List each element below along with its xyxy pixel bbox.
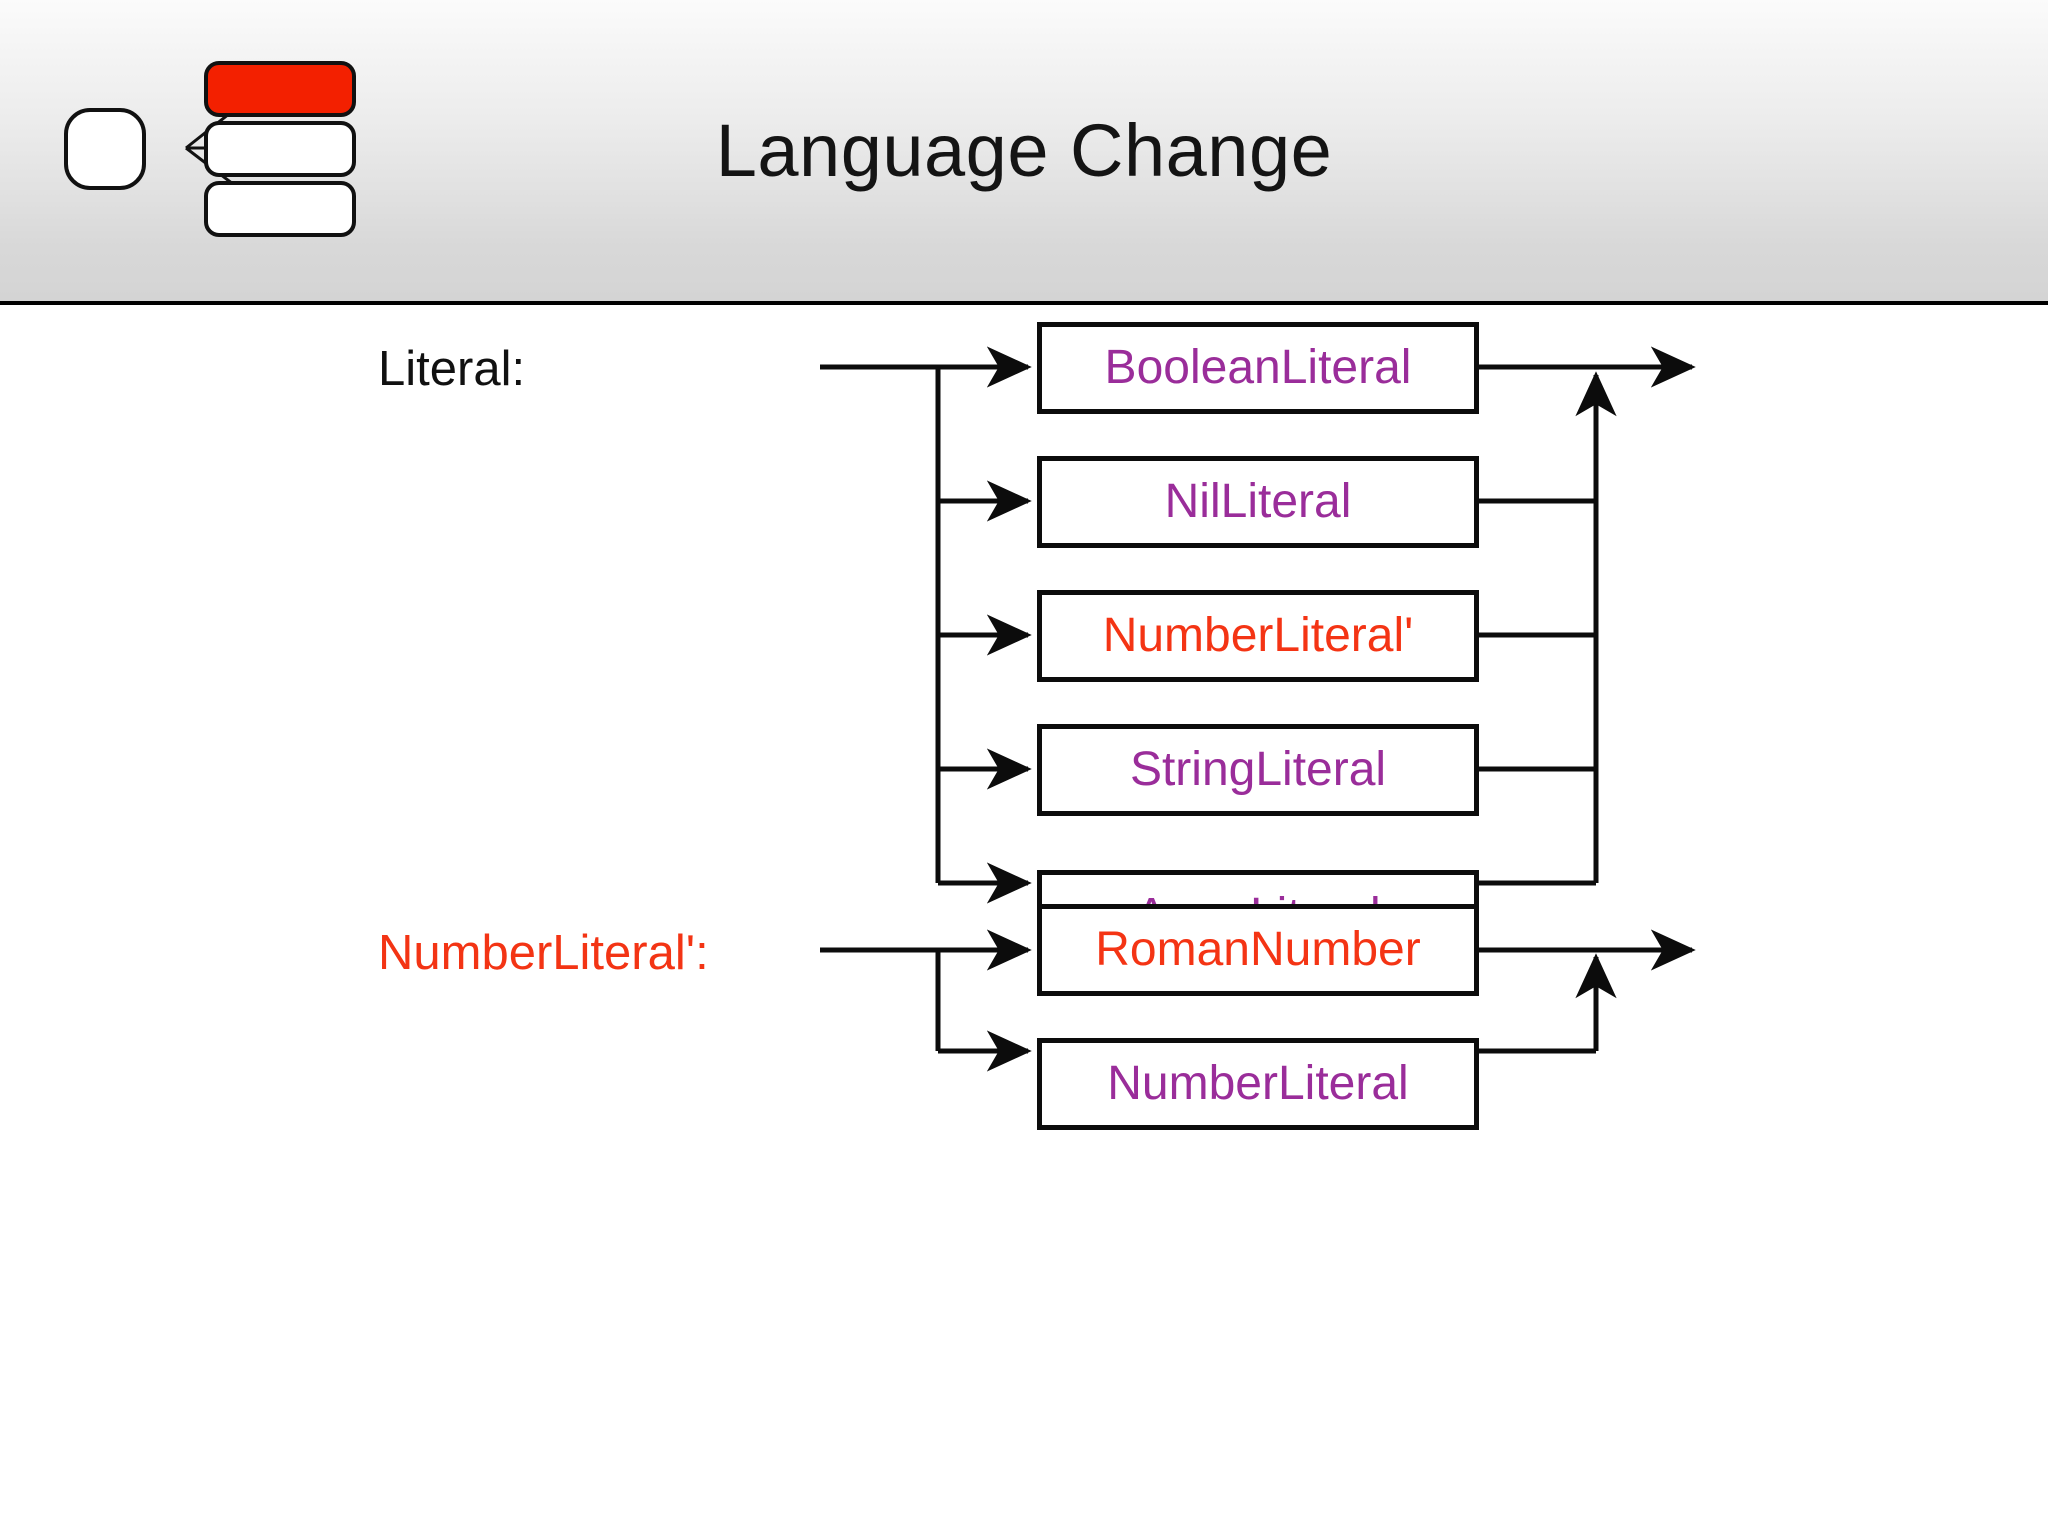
page-title: Language Change [715,109,1333,192]
node-number-literal-prime[interactable]: NumberLiteral' [1037,590,1479,682]
mindmap-icon [58,55,358,240]
node-label: NilLiteral [1164,475,1352,528]
node-label: BooleanLiteral [1104,341,1412,394]
node-nil-literal[interactable]: NilLiteral [1037,456,1479,548]
node-label: NumberLiteral [1107,1057,1409,1110]
node-label: NumberLiteral' [1102,609,1414,662]
node-roman-number[interactable]: RomanNumber [1037,904,1479,996]
slide-header: Language Change [0,0,2048,305]
node-string-literal[interactable]: StringLiteral [1037,724,1479,816]
node-number-literal[interactable]: NumberLiteral [1037,1038,1479,1130]
node-boolean-literal[interactable]: BooleanLiteral [1037,322,1479,414]
syntax-diagram-canvas: Literal: BooleanLiteral NilLiteral Numbe… [0,305,2048,1536]
diagram-wires [820,346,1696,1072]
rule-label-literal: Literal: [378,342,526,396]
rule-label-number-literal-prime: NumberLiteral': [378,926,709,980]
node-label: StringLiteral [1129,743,1387,796]
node-label: RomanNumber [1095,923,1421,976]
